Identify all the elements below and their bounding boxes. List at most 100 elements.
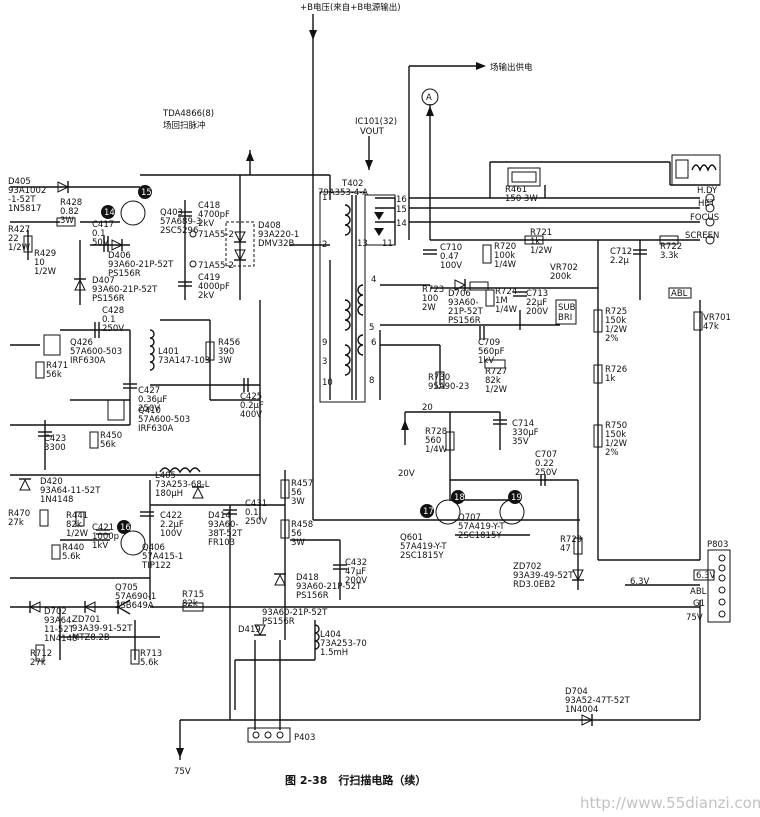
ic101-label: IC101(32) [355,117,397,127]
hdy-coil [671,154,721,186]
pin-15: 15 [396,205,407,215]
screen-label: SCREEN [685,231,719,241]
tda-label: TDA4866(8) [162,109,214,119]
marker-14: 14 [104,208,115,218]
text-layer: +B电压(来自+B电源输出) 场输出供电 TDA4866(8) 场回扫脉冲 IC… [104,2,760,812]
abl-box [668,287,692,299]
marker-17: 17 [423,507,434,517]
pin-3: 3 [322,357,327,367]
pin-1: 1 [322,193,327,203]
pin-10: 10 [322,378,333,388]
flyback-transformer [319,191,396,403]
capacitor-symbols [38,211,647,570]
supply-label: +B电压(来自+B电源输出) [300,2,401,13]
bottom-75v-label: 75V [174,767,191,777]
node-20: 20 [422,403,433,413]
transistor-symbols [43,200,525,615]
marker-18: 18 [454,493,465,503]
p803-label: P803 [707,540,728,550]
wiring [10,14,720,760]
r461-resistor [507,167,541,187]
label-20v: 20V [398,469,415,479]
focus-label: FOCUS [690,213,719,223]
pin-6: 6 [371,338,376,348]
inductor-symbols [149,230,320,650]
abl-box-label: ABL [671,289,688,299]
p803-abl-label: ABL [690,587,707,597]
marker-19: 19 [511,493,522,503]
marker-circles [101,185,522,534]
pin-9: 9 [322,338,327,348]
sub-bri-box [555,299,577,325]
pin-8: 8 [369,376,374,386]
t402-part: 79A353-4-A [318,188,368,198]
pin-13: 13 [357,239,368,249]
pin-16: 16 [396,195,407,205]
p803-connector [693,549,731,623]
figure-caption: 图 2-38 行扫描电路（续） [285,773,426,787]
p803-6v3-box-label: 6.3V [696,571,716,581]
pin-11: 11 [382,239,393,249]
hdy-label: H.DY [697,186,718,196]
pin-4: 4 [371,275,376,285]
p803-75v-label: 75V [686,613,703,623]
